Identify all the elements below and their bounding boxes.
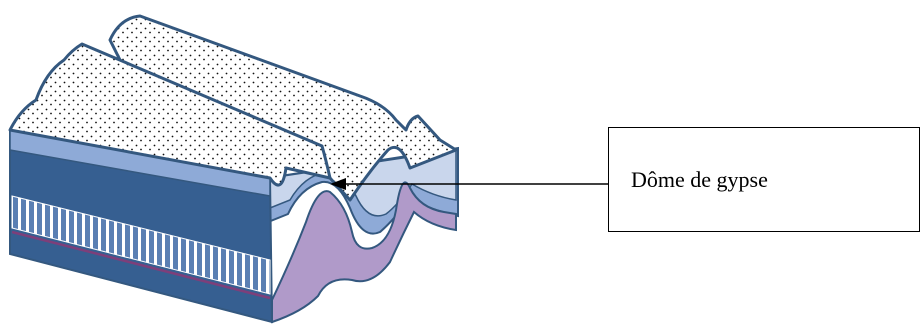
annotation-label: Dôme de gypse [631, 167, 768, 193]
annotation-label-box: Dôme de gypse [608, 127, 920, 232]
